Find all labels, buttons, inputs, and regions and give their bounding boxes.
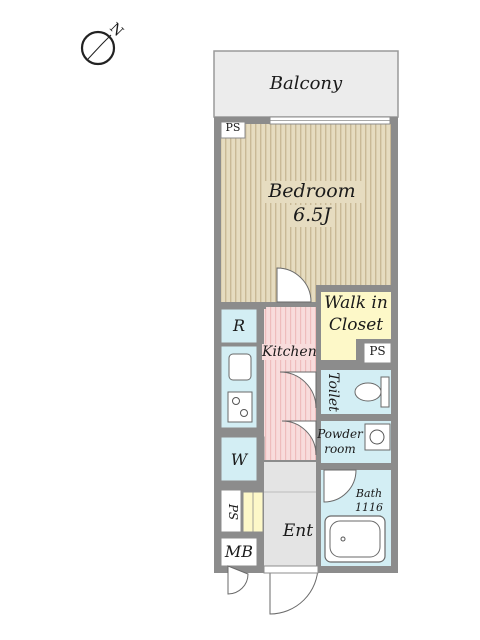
balcony-area [213, 50, 399, 118]
bedroom-door [276, 267, 312, 303]
washer-label: W [230, 450, 248, 469]
bedroom-size: 6.5J [290, 204, 334, 227]
bath-door [323, 469, 357, 503]
washer-space [220, 436, 258, 482]
toilet-bowl [354, 382, 382, 402]
powder-room-label-line2: room [324, 442, 356, 456]
entrance-label: Ent [282, 521, 314, 541]
wash-basin-counter [364, 423, 391, 451]
meter-box [220, 537, 258, 567]
bath-label: Bath [355, 487, 383, 500]
meter-box-label: MB [224, 542, 254, 561]
compass-icon [80, 30, 116, 66]
toilet-door [279, 371, 317, 409]
ps-mid-label: PS [369, 344, 386, 358]
meter-box-door [227, 565, 249, 595]
bedroom-label: Bedroom [262, 180, 362, 203]
kitchen-label: Kitchen [262, 344, 317, 361]
ps-top-box [220, 121, 246, 139]
toilet-fixture-tank [380, 376, 390, 408]
sink-basin [228, 353, 252, 381]
walk-in-closet-floor [321, 292, 391, 339]
stove-top [227, 391, 253, 423]
wash-basin [369, 429, 385, 445]
toilet-label: Toilet [325, 372, 341, 412]
ps-lower-label: PS [226, 503, 240, 521]
walk-in-closet-label-line2: Closet [328, 315, 384, 335]
refrigerator-space [220, 308, 258, 344]
walk-in-closet-label-line1: Walk in [324, 293, 388, 313]
ps-top-label: PS [225, 121, 241, 134]
refrigerator-label: R [232, 316, 246, 335]
entrance-floor [264, 462, 316, 566]
bath-size: 1116 [355, 501, 383, 514]
powder-door [281, 420, 317, 456]
balcony-label: Balcony [269, 73, 343, 94]
powder-room-label-line1: Powder [317, 427, 363, 441]
bathtub [324, 515, 386, 563]
